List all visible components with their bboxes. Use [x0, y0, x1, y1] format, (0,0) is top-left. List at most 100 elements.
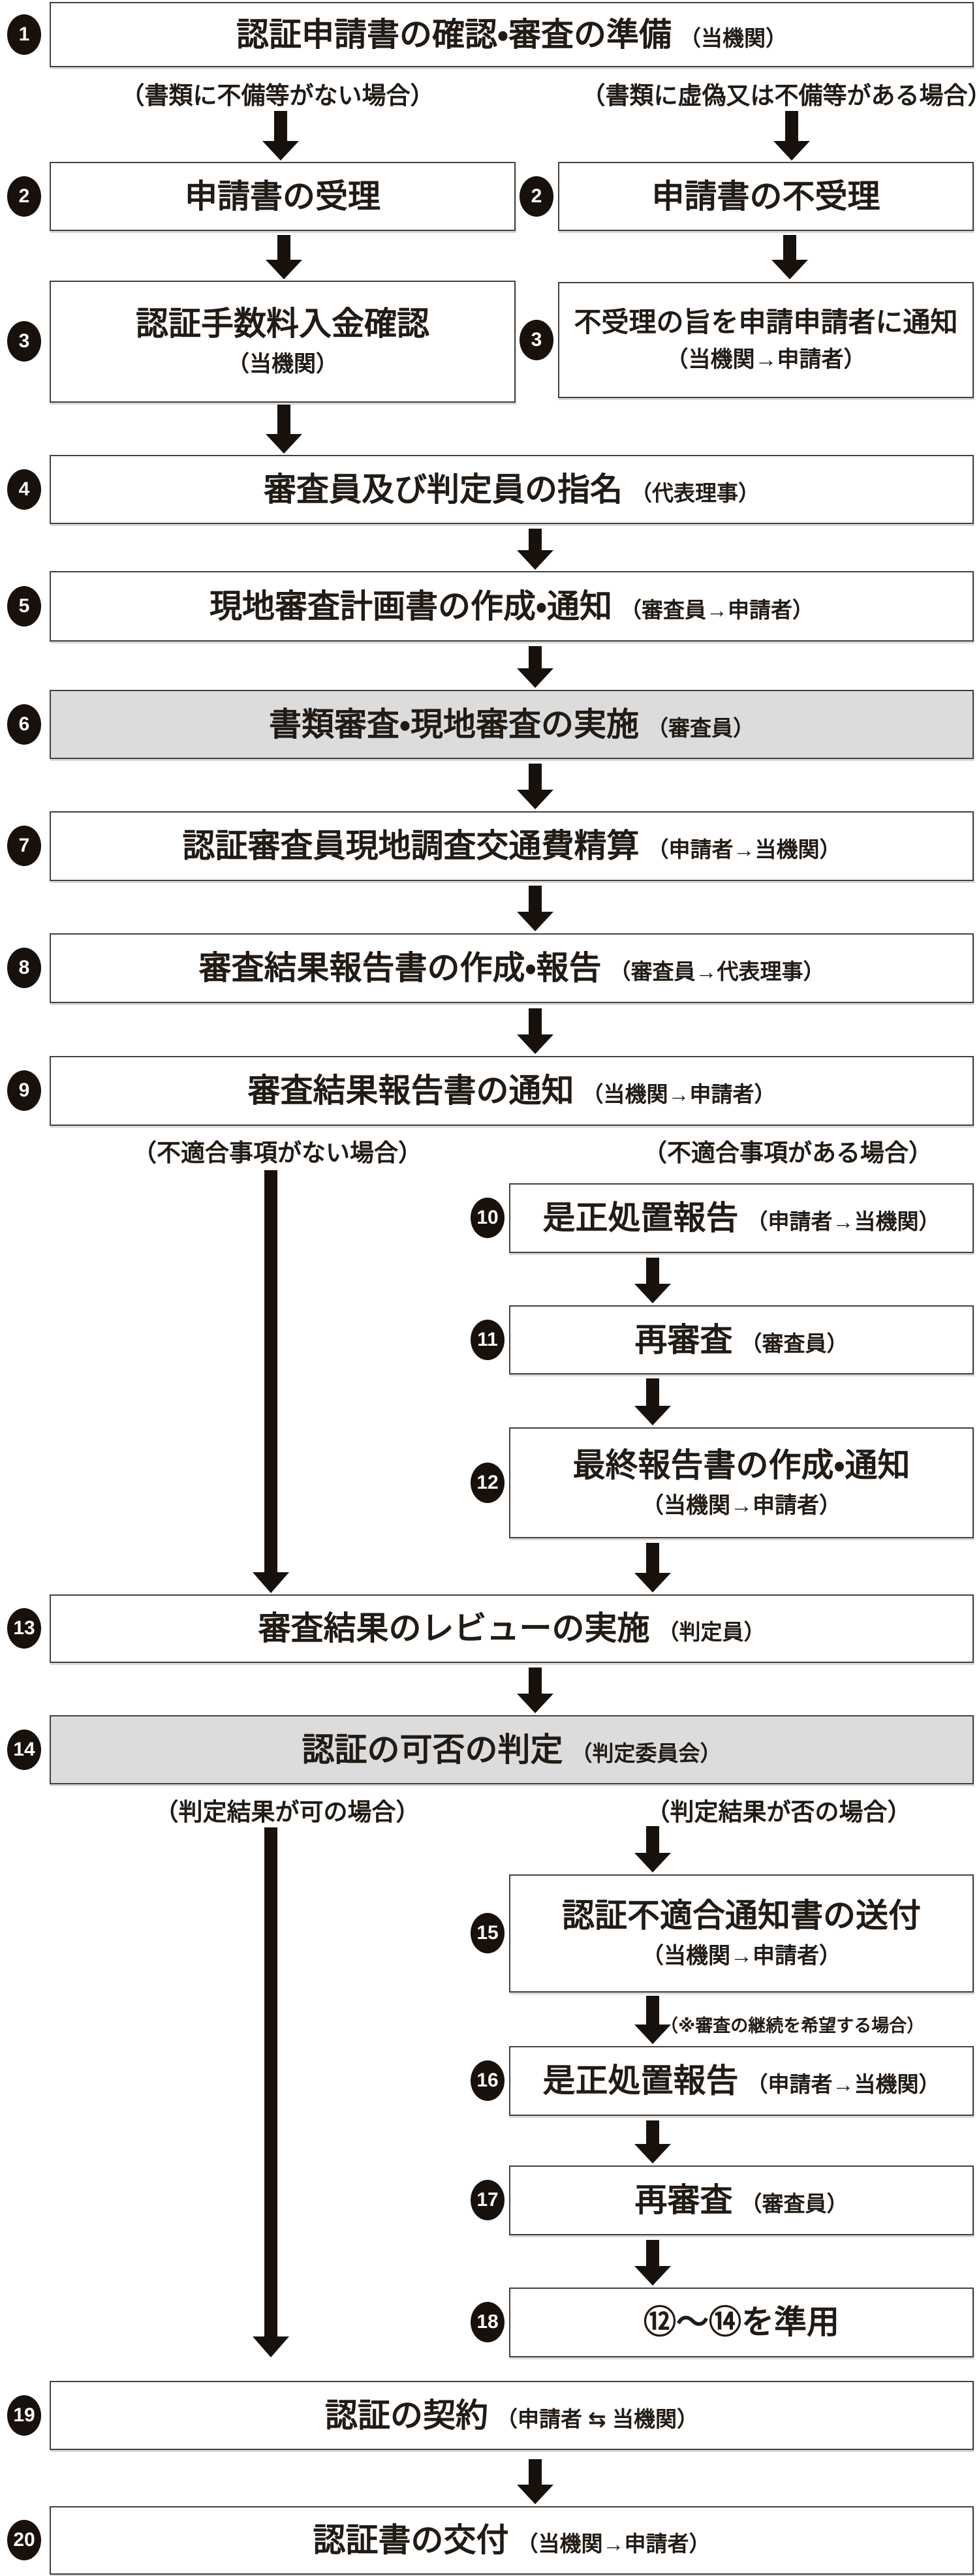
step-number-9: 9 [7, 1070, 41, 1111]
step-label: 再審査 [634, 1321, 733, 1358]
arrow-head [262, 141, 299, 161]
step-suffix: （当機関→申請者） [582, 1082, 776, 1106]
arrow-head [253, 1572, 289, 1593]
arrow-shaft [646, 2240, 659, 2266]
arrow-down-icon [634, 2240, 671, 2286]
step-number-text: 6 [18, 713, 30, 735]
step-label: 申請書の不受理 [651, 178, 880, 215]
arrow-head [253, 2336, 289, 2357]
step-number-10: 10 [471, 1198, 505, 1238]
arrow-shaft [646, 1258, 659, 1284]
arrow-down-icon [773, 111, 810, 161]
step-number-text: 5 [18, 595, 30, 617]
arrow-down-icon [771, 235, 808, 279]
step-box-15: 認証不適合通知書の送付 （当機関→申請者） [509, 1874, 974, 1993]
step-number-text: 18 [476, 2311, 499, 2333]
arrow-down-icon [517, 886, 553, 931]
step-box-13: 審査結果のレビューの実施（判定員） [50, 1594, 974, 1663]
arrow-shaft [529, 764, 542, 790]
arrow-down-icon [262, 111, 299, 161]
step-label: 認証不適合通知書の送付 [562, 1897, 921, 1934]
step-box-3-left: 認証手数料入金確認 （当機関） [50, 281, 516, 403]
step-label: 審査結果報告書の作成・報告 [198, 950, 602, 986]
step-suffix: （申請者 ⇆ 当機関） [496, 2406, 698, 2431]
step-suffix: （当機関） [227, 352, 338, 377]
step-number-20: 20 [7, 2520, 41, 2560]
step-number-text: 3 [531, 329, 542, 350]
step-number-text: 2 [531, 185, 542, 207]
arrow-down-icon [634, 1543, 671, 1592]
step-label: 最終報告書の作成・通知 [572, 1446, 910, 1483]
arrow-shaft [529, 529, 542, 550]
arrow-head [773, 141, 810, 161]
step-label: 不受理の旨を申請申請者に通知 [574, 307, 958, 338]
arrow-shaft [264, 1170, 277, 1572]
step-box-5: 現地審査計画書の作成・通知（審査員→申請者） [50, 571, 974, 642]
arrow-head [266, 434, 302, 454]
branch-label-result-pass: （判定結果が可の場合） [154, 1799, 420, 1825]
step-box-20: 認証書の交付（当機関→申請者） [50, 2506, 974, 2575]
note-resume-exam: （※審査の継続を希望する場合） [660, 2016, 925, 2036]
step-number-6: 6 [7, 704, 41, 745]
arrow-head [517, 912, 553, 931]
step-label: 申請書の受理 [185, 178, 381, 215]
arrow-head [634, 2266, 671, 2286]
step-number-text: 14 [13, 1739, 35, 1760]
step-number-14: 14 [7, 1730, 41, 1770]
step-suffix: （当機関→申請者） [666, 347, 866, 373]
step-suffix: （審査員→申請者） [620, 597, 814, 622]
step-number-text: 17 [476, 2189, 499, 2211]
step-label: 認証申請書の確認・審査の準備 [236, 16, 672, 53]
step-label: 認証の契約 [325, 2397, 488, 2434]
arrow-shaft [529, 1668, 542, 1694]
arrow-shaft [264, 1827, 277, 2336]
step-label: 認証審査員現地調査交通費精算 [182, 828, 640, 864]
step-number-17: 17 [471, 2180, 505, 2220]
step-suffix: （判定委員会） [570, 1741, 722, 1765]
step-label: 認証手数料入金確認 [136, 305, 429, 343]
step-number-7: 7 [7, 826, 41, 866]
arrow-shaft [646, 1543, 659, 1573]
arrow-down-icon [517, 646, 553, 688]
step-number-2-right: 2 [520, 176, 553, 217]
arrow-shaft [277, 235, 290, 260]
arrow-shaft [646, 2120, 659, 2144]
step-label: 是正処置報告 [542, 2062, 739, 2099]
arrow-down-icon [266, 405, 302, 454]
step-suffix: （申請者→当機関） [746, 1209, 940, 1234]
arrow-down-icon [517, 1008, 553, 1054]
arrow-down-icon [266, 235, 302, 279]
step-suffix: （申請者→当機関） [746, 2072, 940, 2096]
step-box-14: 認証の可否の判定 （判定委員会） [50, 1715, 974, 1784]
step-suffix: （申請者→当機関） [647, 837, 841, 861]
step-number-2-left: 2 [7, 176, 41, 217]
step-box-19: 認証の契約 （申請者 ⇆ 当機関） [50, 2381, 974, 2450]
step-number-text: 12 [476, 1472, 499, 1493]
arrow-head [771, 260, 808, 279]
step-number-text: 19 [13, 2404, 35, 2426]
arrow-down-icon [634, 1826, 671, 1872]
step-number-text: 15 [476, 1922, 499, 1944]
arrow-down-icon [517, 1668, 553, 1713]
step-box-12: 最終報告書の作成・通知 （当機関→申請者） [509, 1427, 974, 1538]
arrow-head [517, 668, 553, 688]
step-box-6: 書類審査・現地審査の実施（審査員） [50, 690, 974, 759]
arrow-head [517, 1034, 553, 1054]
arrow-head [517, 2485, 553, 2504]
step-label: 是正処置報告 [542, 1200, 739, 1236]
arrow-shaft [529, 886, 542, 912]
step-label: 認証の可否の判定 [302, 1731, 563, 1768]
step-box-11: 再審査（審査員） [509, 1305, 974, 1374]
arrow-head [634, 1406, 671, 1425]
arrow-down-icon [634, 1378, 671, 1425]
step-number-text: 16 [476, 2070, 499, 2091]
arrow-shaft [646, 1996, 659, 2025]
step-number-text: 7 [18, 835, 30, 856]
step-number-11: 11 [471, 1320, 505, 1360]
step-number-text: 9 [18, 1079, 30, 1101]
step-number-1: 1 [7, 14, 41, 55]
arrow-head [634, 1284, 671, 1303]
step-number-text: 3 [18, 330, 30, 352]
step-suffix: （審査員） [740, 2192, 848, 2216]
